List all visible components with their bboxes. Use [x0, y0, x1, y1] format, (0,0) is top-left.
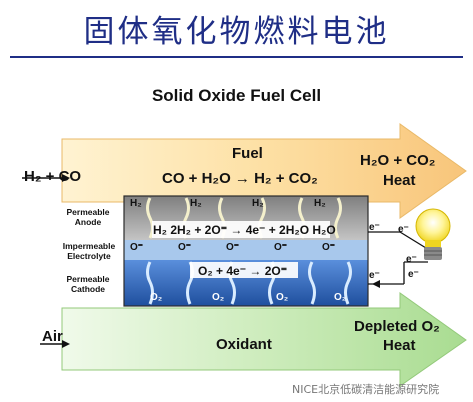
- anode-reaction-box: [152, 221, 330, 238]
- electron-marker: e⁻: [369, 270, 380, 281]
- h2-marker: H₂: [130, 198, 142, 209]
- fuel-exhaust-heat: Heat: [383, 172, 416, 189]
- air-exhaust-label: Depleted O₂: [354, 318, 440, 335]
- electrolyte-label: Impermeable Electrolyte: [62, 241, 116, 261]
- oxide-ion-marker: O⁼: [178, 242, 192, 253]
- oxide-ion-marker: O⁼: [322, 242, 336, 253]
- o2-marker: O₂: [150, 292, 163, 303]
- oxide-ion-marker: O⁼: [130, 242, 144, 253]
- h2-marker: H₂: [252, 198, 264, 209]
- fuel-inlet-label: H₂ + CO: [24, 168, 82, 185]
- watermark: NICE北京低碳清洁能源研究院: [292, 383, 440, 396]
- cathode-reaction-box: [190, 262, 298, 278]
- air-inlet-label: Air: [42, 328, 63, 345]
- h2-marker: H₂: [190, 198, 202, 209]
- air-inlet-arrow: [40, 340, 70, 348]
- o2-marker: O₂: [334, 292, 347, 303]
- oxide-ion-marker: O⁼: [274, 242, 288, 253]
- title-divider: [10, 56, 463, 58]
- page-title: 固体氧化物燃料电池: [83, 14, 390, 50]
- shift-reaction: CO + H₂O → H₂ + CO₂: [162, 170, 318, 187]
- diagram-title: Solid Oxide Fuel Cell: [151, 86, 322, 105]
- electron-marker: e⁻: [369, 222, 380, 233]
- light-bulb-icon: [415, 208, 451, 260]
- fuel-label: Fuel: [232, 145, 263, 162]
- oxidant-label: Oxidant: [216, 336, 272, 353]
- o2-marker: O₂: [276, 292, 289, 303]
- cathode-reaction: O₂ + 4e⁻ → 2O⁼: [198, 264, 288, 278]
- oxide-ion-marker: O⁼: [226, 242, 240, 253]
- fuel-flow-arrow: [61, 123, 467, 219]
- anode-reaction: H₂ 2H₂ + 2O⁼ → 4e⁻ + 2H₂O H₂O: [153, 223, 336, 237]
- o2-marker: O₂: [212, 292, 225, 303]
- fuel-inlet-arrow: [22, 174, 70, 182]
- electron-marker: e⁻: [408, 269, 419, 280]
- anode-label: Permeable Anode: [66, 207, 110, 227]
- fuel-exhaust-label: H₂O + CO₂: [360, 152, 436, 169]
- air-exhaust-heat: Heat: [383, 337, 416, 354]
- air-flow-arrow: [61, 292, 467, 387]
- electron-marker: e⁻: [406, 254, 417, 265]
- cell-outline: [123, 195, 369, 307]
- cathode-label: Permeable Cathode: [66, 274, 110, 294]
- electron-marker: e⁻: [398, 224, 409, 235]
- electrolyte-layer: [124, 240, 368, 260]
- circuit-arrow-head: [372, 280, 380, 288]
- h2-marker: H₂: [314, 198, 326, 209]
